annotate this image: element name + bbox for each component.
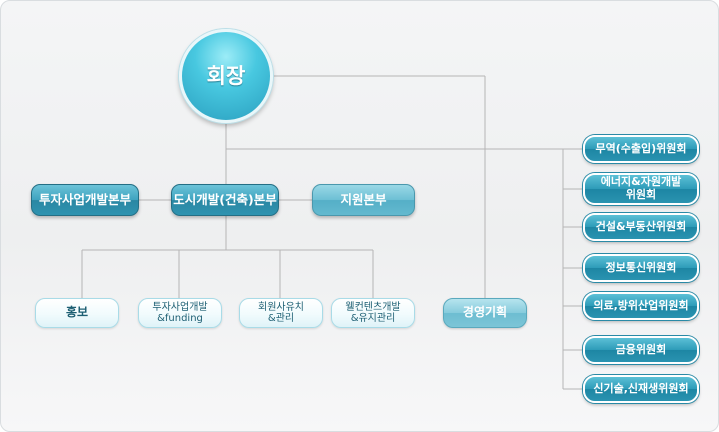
support-hq-node: 지원본부 — [312, 184, 415, 216]
wellness-content-team-node: 웰컨텐츠개발 &유지관리 — [331, 298, 415, 328]
committee-trade: 무역(수출입)위원회 — [583, 135, 699, 163]
committee-telecom: 정보통신위원회 — [583, 254, 699, 282]
urban-development-hq-node: 도시개발(건축)본부 — [171, 184, 279, 216]
committee-finance: 금융위원회 — [583, 336, 699, 364]
committee-energy: 에너지&자원개발 위원회 — [583, 173, 699, 205]
management-planning-node: 경영기획 — [443, 298, 527, 328]
ceo-node: 회장 — [179, 29, 273, 123]
committee-construction: 건설&부동산위원회 — [583, 213, 699, 241]
member-recruit-team-node: 회원사유치 &관리 — [239, 298, 323, 328]
pr-team-node: 홍보 — [35, 298, 119, 328]
committee-new-tech: 신기술,신재생위원회 — [583, 375, 699, 403]
investment-hq-node: 투자사업개발본부 — [31, 184, 139, 216]
committee-medical-defense: 의료,방위산업위원회 — [583, 292, 699, 320]
invest-funding-team-node: 투자사업개발 &funding — [138, 298, 222, 328]
